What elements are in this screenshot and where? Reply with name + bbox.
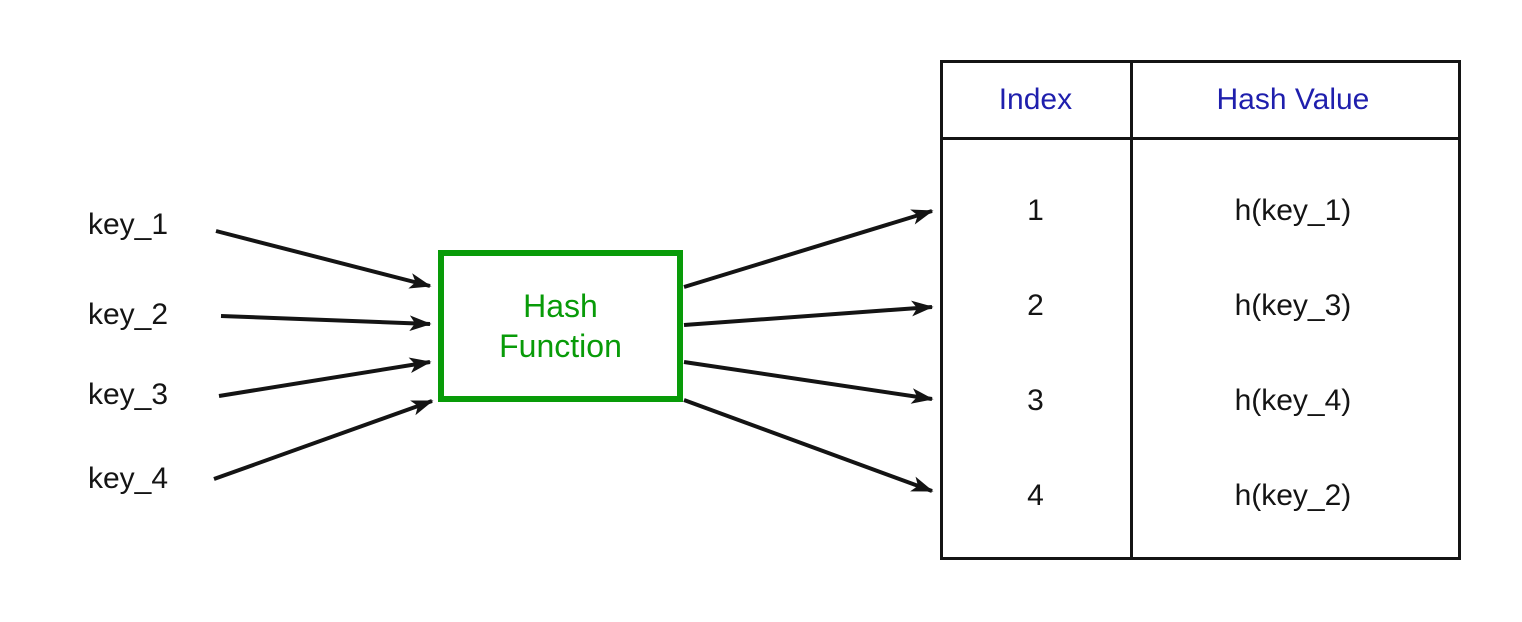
header-cell-index: Index [998, 83, 1073, 116]
table-column-divider [1130, 63, 1133, 557]
arrow-key-1-to-hashbox [215, 229, 432, 289]
row-index-cell: 1 [1027, 194, 1044, 227]
key-label-4: key_4 [88, 462, 169, 495]
row-value-cell: h(key_2) [1234, 479, 1352, 512]
arrow-key-3-to-hashbox [218, 357, 432, 398]
arrow-hashbox-to-row-3 [683, 360, 934, 404]
arrow-key-2-to-hashbox [220, 314, 432, 332]
header-cell-hash-value: Hash Value [1216, 83, 1370, 116]
table-row: 1 h(key_1) [943, 191, 1458, 231]
key-label-3: key_3 [88, 378, 169, 411]
key-label-2: key_2 [88, 298, 169, 331]
arrow-key-4-to-hashbox [213, 399, 434, 481]
table-row: 4 h(key_2) [943, 476, 1458, 516]
table-row: 2 h(key_3) [943, 286, 1458, 326]
hash-table: Index Hash Value 1 h(key_1) 2 h(key_3) 3… [940, 60, 1461, 560]
table-header-row: Index Hash Value [943, 63, 1458, 140]
row-value-cell: h(key_4) [1234, 384, 1352, 417]
row-index-cell: 3 [1027, 384, 1044, 417]
hash-function-label-line1: Hash [523, 288, 598, 324]
row-value-cell: h(key_1) [1234, 194, 1352, 227]
arrow-hashbox-to-row-4 [683, 398, 934, 493]
arrow-hashbox-to-row-1 [683, 209, 934, 289]
table-row: 3 h(key_4) [943, 381, 1458, 421]
hash-function-box: Hash Function [438, 250, 683, 402]
row-index-cell: 2 [1027, 289, 1044, 322]
key-label-1: key_1 [88, 208, 169, 241]
row-index-cell: 4 [1027, 479, 1044, 512]
arrow-hashbox-to-row-2 [683, 300, 934, 327]
hash-function-label-line2: Function [499, 328, 622, 364]
row-value-cell: h(key_3) [1234, 289, 1352, 322]
